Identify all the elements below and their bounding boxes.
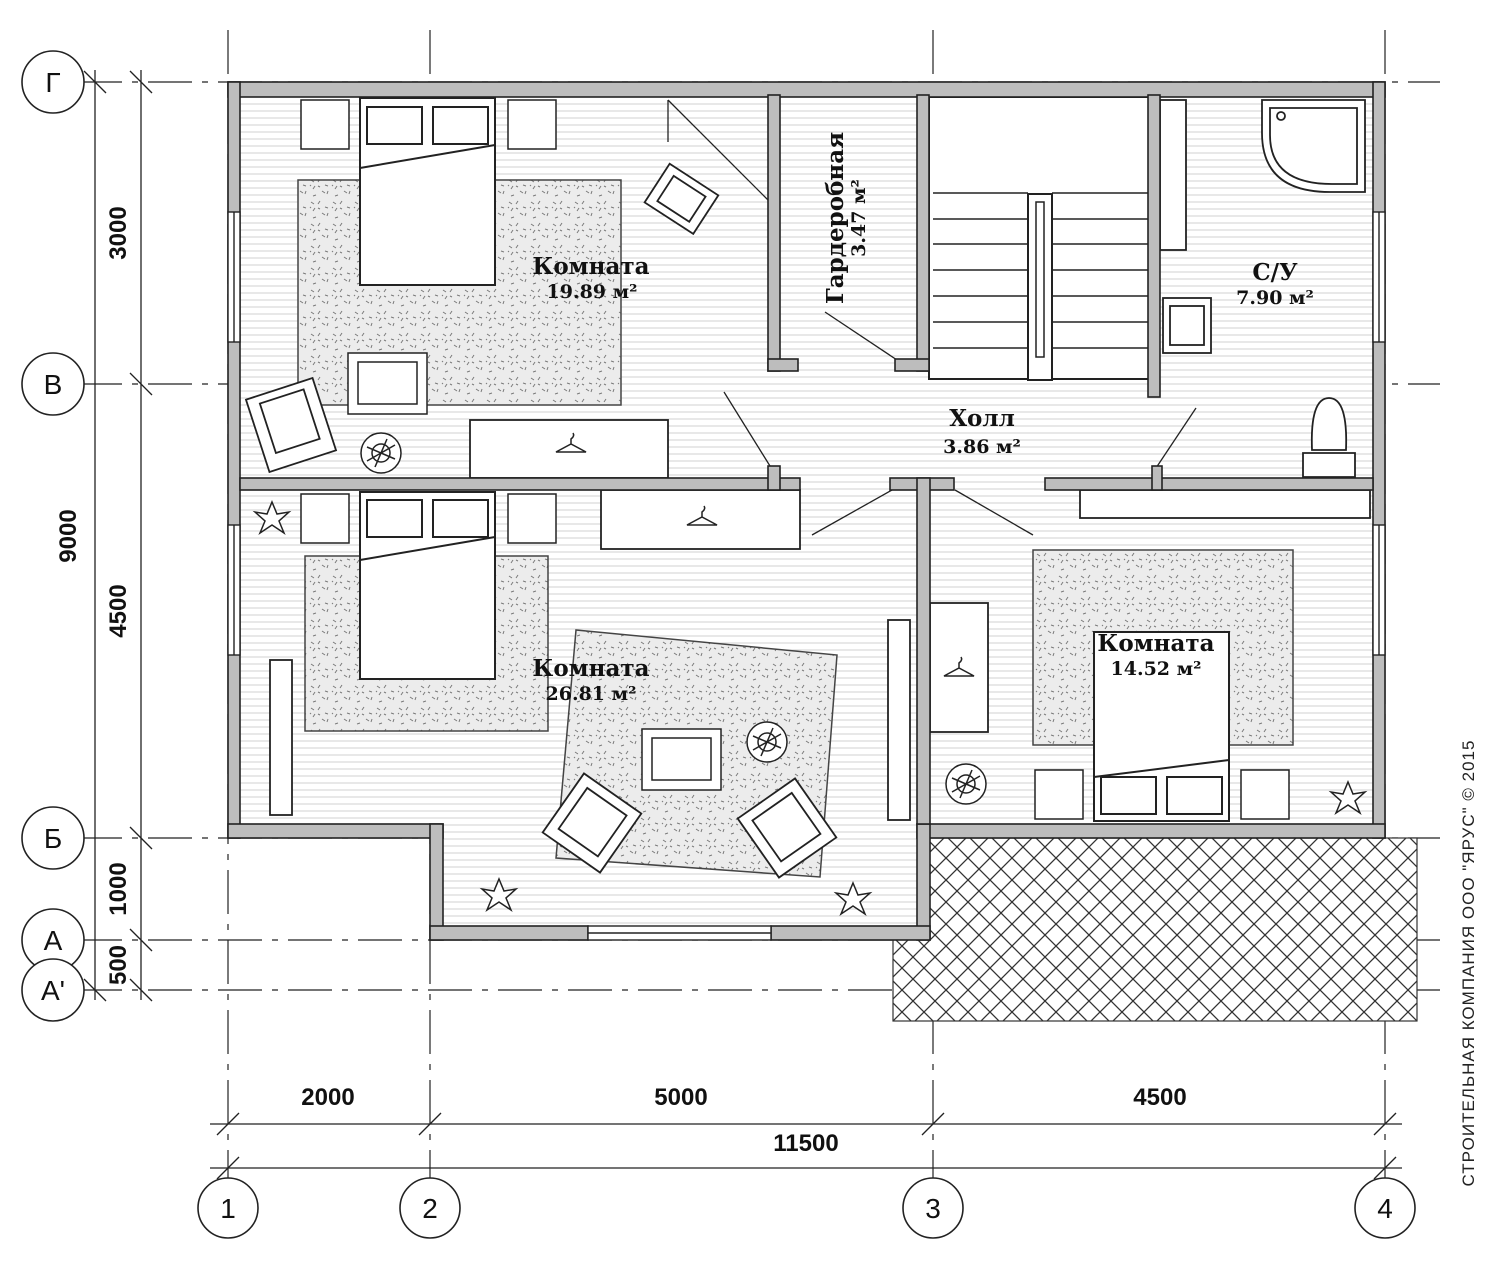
dimension-5000: 5000	[654, 1084, 707, 1111]
axis-label-col-2: 2	[422, 1193, 438, 1224]
vertical-dimension-labels: 9000 3000 4500 1000 500	[55, 206, 132, 985]
axis-label-row-b: Б	[44, 823, 62, 854]
room-3-area: 14.52 м²	[1111, 658, 1202, 680]
hall-area: 3.86 м²	[943, 436, 1021, 458]
room-1-name: Комната	[532, 253, 649, 280]
bathroom-area: 7.90 м²	[1236, 287, 1314, 309]
nightstands	[300, 99, 1290, 820]
column-axis-markers: 1 2 3 4	[197, 1177, 1416, 1239]
room-1-area: 19.89 м²	[547, 281, 638, 303]
bathroom-fixtures	[1159, 99, 1366, 478]
dimension-500: 500	[105, 945, 132, 985]
bathroom-name: С/У	[1252, 259, 1298, 286]
decorative-plants	[252, 432, 1368, 916]
armchairs	[244, 162, 838, 879]
dimension-4500-vertical: 4500	[105, 584, 132, 637]
room-3-name: Комната	[1097, 630, 1214, 657]
row-axis-markers: Г В Б А А'	[21, 50, 85, 1022]
room-labels: Комната 19.89 м² Гардеробная 3.47 м² С/У…	[532, 132, 1313, 705]
windows	[227, 211, 1386, 941]
wardrobes	[269, 419, 1371, 821]
dimension-1000: 1000	[105, 862, 132, 915]
wardrobe-name: Гардеробная	[822, 132, 849, 304]
tables	[347, 352, 722, 791]
staircase	[928, 96, 1152, 381]
walls	[227, 81, 1386, 941]
horizontal-dimension-lines	[210, 1112, 1402, 1180]
dimension-total-width: 11500	[773, 1130, 838, 1157]
dimension-total-height: 9000	[55, 509, 82, 562]
copyright-text: СТРОИТЕЛЬНАЯ КОМПАНИЯ ООО "ЯРУС" © 2015	[1459, 740, 1478, 1187]
axis-label-col-1: 1	[220, 1193, 236, 1224]
dimension-2000: 2000	[301, 1084, 354, 1111]
vertical-dimension-lines	[83, 70, 153, 1002]
axis-label-row-a: А	[44, 925, 63, 956]
room-2-name: Комната	[532, 655, 649, 682]
axis-label-col-3: 3	[925, 1193, 941, 1224]
axis-label-row-v: В	[44, 369, 63, 400]
dimension-4500-horizontal: 4500	[1133, 1084, 1186, 1111]
hanger-icons	[555, 432, 975, 677]
door-swings	[667, 99, 1197, 536]
axis-label-row-a-prime: А'	[41, 975, 65, 1006]
horizontal-dimension-labels: 2000 5000 4500 11500	[301, 1084, 1186, 1157]
axis-label-col-4: 4	[1377, 1193, 1393, 1224]
dimension-3000: 3000	[105, 206, 132, 259]
axis-label-row-g: Г	[45, 67, 60, 98]
room-2-area: 26.81 м²	[546, 683, 637, 705]
wardrobe-area: 3.47 м²	[848, 179, 870, 257]
hall-name: Холл	[949, 405, 1015, 432]
terrace	[892, 837, 1418, 1022]
beds	[359, 97, 1230, 822]
